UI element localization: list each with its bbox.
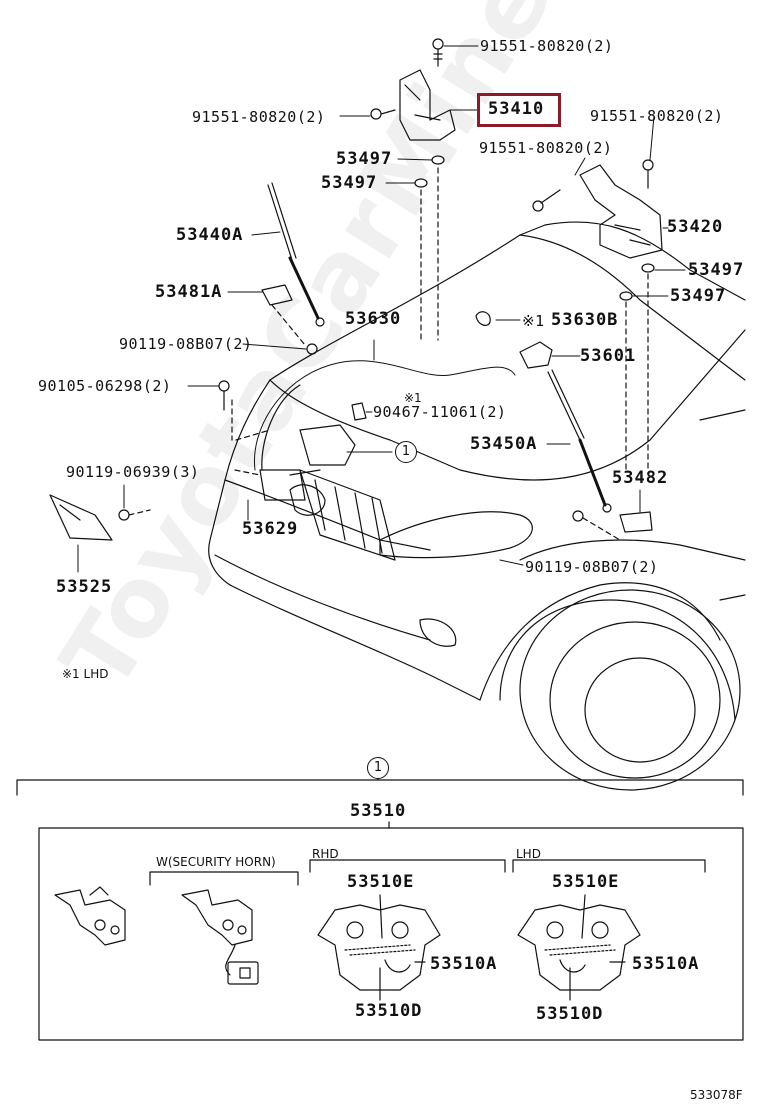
detail-lhd-53510A: 53510A [632, 954, 700, 974]
detail-frame [16, 767, 744, 1041]
detail-rhd: RHD [312, 847, 339, 861]
small-parts [49, 311, 553, 541]
callout-91551-right-top: 91551-80820(2) [590, 107, 724, 125]
detail-assembly-53510: 53510 [350, 801, 407, 821]
callout-53481A: 53481A [155, 282, 223, 302]
ref-marker-1: 1 [395, 441, 417, 463]
vehicle-outline [208, 221, 746, 791]
detail-rhd-53510E: 53510E [347, 872, 415, 892]
callout-53630: 53630 [345, 309, 402, 329]
detail-lhd-53510E: 53510E [552, 872, 620, 892]
callout-53525: 53525 [56, 577, 113, 597]
callout-91551-left: 91551-80820(2) [192, 108, 326, 126]
callout-53410[interactable]: 53410 [488, 99, 545, 119]
callout-53629: 53629 [242, 519, 299, 539]
callout-90467-mark: ※1 [404, 391, 422, 405]
detail-lhd: LHD [516, 847, 541, 861]
callout-90119-06939: 90119-06939(3) [66, 463, 200, 481]
callout-53497-b: 53497 [321, 173, 378, 193]
detail-lhd-53510D: 53510D [536, 1004, 604, 1024]
callout-53497-c: 53497 [688, 260, 745, 280]
detail-latch-plain [54, 886, 126, 946]
callout-53497-d: 53497 [670, 286, 727, 306]
hinge-53420 [532, 159, 663, 471]
detail-w-security-horn: W(SECURITY HORN) [156, 855, 276, 869]
figure-id: 533078F [690, 1088, 743, 1102]
callout-53450A: 53450A [470, 434, 538, 454]
hinge-53410 [370, 38, 456, 341]
detail-marker-1: 1 [367, 757, 389, 779]
callout-90119-08B07-right: 90119-08B07(2) [525, 558, 659, 576]
callout-90119-08B07-left: 90119-08B07(2) [119, 335, 253, 353]
detail-rhd-53510D: 53510D [355, 1001, 423, 1021]
note-lhd: ※1 LHD [62, 667, 109, 681]
callout-53497-a: 53497 [336, 149, 393, 169]
callout-53420: 53420 [667, 217, 724, 237]
callout-53630B: 53630B [551, 310, 619, 330]
detail-rhd-53510A: 53510A [430, 954, 498, 974]
callout-91551-top: 91551-80820(2) [480, 37, 614, 55]
detail-latch-horn [181, 889, 259, 985]
highlight-box [477, 93, 561, 127]
callout-90105: 90105-06298(2) [38, 377, 172, 395]
support-rod-53450A [547, 369, 653, 541]
callout-91551-right-mid: 91551-80820(2) [479, 139, 613, 157]
support-rod-53440A [261, 182, 325, 355]
callout-53630B-mark: ※1 [522, 312, 545, 330]
callout-90467: 90467-11061(2) [373, 403, 507, 421]
callout-53482: 53482 [612, 468, 669, 488]
callout-53440A: 53440A [176, 225, 244, 245]
leader-lines [77, 45, 686, 573]
detail-rhd-latch [317, 894, 441, 1001]
detail-lhd-latch [517, 894, 641, 1001]
callout-53601: 53601 [580, 346, 637, 366]
